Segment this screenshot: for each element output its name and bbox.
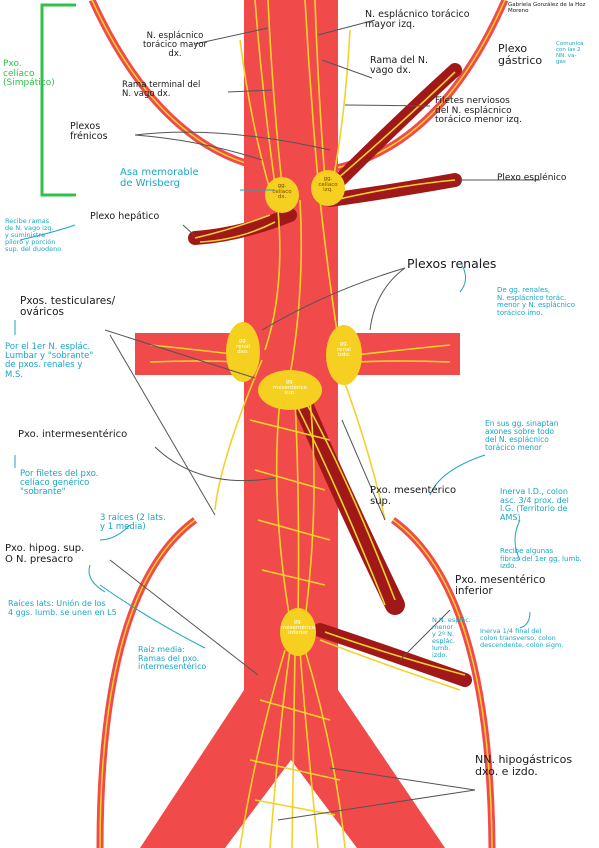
leader-lines: [104, 19, 540, 821]
renal-arteries: [135, 333, 460, 375]
hepatico-note: Recibe ramas de N. vago izq. y suministr…: [5, 217, 62, 254]
testiculares-note: Por el 1er N. esplác. Lumbar y "sobrante…: [5, 342, 94, 380]
gg-celiaco-dx: [265, 177, 299, 213]
gg-celiaco-dx-label: gg. celíaco dx.: [272, 183, 292, 200]
n-esplacnico-mayor-izq-label: N. esplácnico torácico mayor izq.: [365, 9, 470, 31]
celiac-bracket: [40, 3, 76, 197]
gg-mesenterico-inf-label: gg. mesentérico inferior: [280, 619, 316, 636]
rama-terminal-vago-label: Rama terminal del N. vago dx.: [122, 80, 201, 100]
raiz-media-label: Raíz media: Ramas del pxo. intermesentér…: [138, 645, 207, 672]
pxos-testiculares-label: Pxos. testiculares/ ováricos: [20, 295, 116, 319]
inerva-sup-note: Inerva I.D., colon asc. 3/4 prox. del I.…: [500, 487, 569, 522]
plexo-hepatico-label: Plexo hepático: [90, 211, 160, 222]
plexo-gastrico-label: Plexo gástrico: [498, 42, 543, 67]
filetes-nerviosos-label: Filetes nerviosos del N. esplácnico torá…: [435, 96, 522, 126]
nn-hipogastricos-label: NN. hipogástricos dxo. e izdo.: [475, 753, 573, 778]
iliac-nerve-right: [392, 519, 493, 848]
gg-renal-izq: [326, 325, 362, 385]
gg-renal-dx: [226, 322, 260, 382]
pxo-mesenterico-inf-label: Pxo. mesentérico inferior: [455, 574, 546, 598]
iliac-nerve-left: [99, 519, 196, 848]
pxo-intermesenterico-label: Pxo. intermesentérico: [18, 429, 128, 440]
nn-esplacnicos-lumbares-note: N.N. esplác. menor y 2º N. esplác. lumb.…: [432, 616, 471, 660]
leader-lines-blue: [14, 189, 531, 649]
asa-wrisberg-label: Asa memorable de Wrisberg: [120, 167, 199, 189]
sinapsis-note: En sus gg. sinaptan axones sobre todo de…: [485, 419, 559, 453]
inerva-inf-note: Inerva 1/4 final del colon transverso, c…: [480, 627, 564, 650]
pxo-mesenterico-sup-label: Pxo. mesentérico sup.: [370, 485, 457, 507]
hepatic-artery: [188, 208, 297, 245]
gastric-artery: [323, 63, 462, 197]
plexo-esplenico-label: Plexo esplénico: [497, 173, 567, 183]
gg-renal-izq-label: gg. renal izdo.: [337, 341, 351, 358]
gg-renal-dx-label: gg. renal dxo.: [236, 338, 250, 355]
pxo-celiaco-bracket-label: Pxo. celíaco (Simpático): [3, 59, 55, 89]
tres-raices-label: 3 raíces (2 lats. y 1 media): [100, 513, 166, 533]
gg-mesenterico-sup: [258, 370, 322, 410]
gg-celiaco-izq: [311, 170, 345, 206]
raices-laterales-label: Raíces lats: Unión de los 4 ggs. lumb. s…: [8, 599, 117, 617]
n-esplacnico-mayor-dx-label: N. esplácnico torácico mayor dx.: [142, 31, 208, 60]
renales-note: De gg. renales, N. esplácnico torác. men…: [497, 286, 575, 317]
plexos-frenicos-label: Plexos frénicos: [70, 121, 108, 143]
recibe-fibras-note: Recibe algunas fibras del 1er gg. lumb. …: [500, 547, 582, 571]
rama-vago-dx-label: Rama del N. vago dx.: [370, 55, 428, 77]
gg-celiaco-izq-label: gg. celíaco izq.: [318, 176, 338, 193]
aortic-bifurcation: [140, 690, 445, 848]
author-credit: Gabriela González de la Hoz Moreno: [508, 2, 586, 14]
gg-mesenterico-inf: [280, 608, 316, 656]
plexos-renales-label: Plexos renales: [407, 256, 497, 271]
gg-mesenterico-sup-label: gg. mesentérico sup.: [272, 379, 308, 396]
intermesenterico-note: Por filetes del pxo. celíaco genérico "s…: [20, 469, 99, 498]
pxo-hipogastrico-label: Pxo. hipog. sup. O N. presacro: [5, 543, 85, 565]
gastrico-note: Comunica con las 2 NN. va- gas: [556, 41, 584, 65]
nerve-network: [149, 0, 466, 848]
